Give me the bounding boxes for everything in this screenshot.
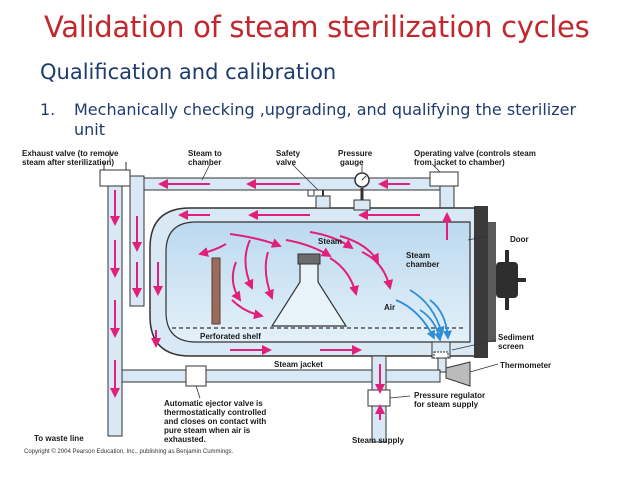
label-ejector-1: Automatic ejector valve is xyxy=(164,399,263,408)
bullet-number: 1. xyxy=(40,100,56,119)
label-ejector-3: and closes on contact with xyxy=(164,417,266,426)
label-steam-chamber-1: Steam xyxy=(406,251,430,260)
tray-rack xyxy=(211,257,221,325)
label-thermometer: Thermometer xyxy=(500,361,551,370)
label-steam-to-chamber-2: chamber xyxy=(188,158,221,167)
leader-lines xyxy=(109,150,499,399)
label-ejector-5: exhausted. xyxy=(164,435,206,444)
label-waste-line: To waste line xyxy=(34,434,84,443)
label-safety-valve-1: Safety xyxy=(276,149,301,158)
label-door: Door xyxy=(510,235,529,244)
bullet-item: 1. Mechanically checking ,upgrading, and… xyxy=(40,100,600,140)
door xyxy=(474,206,526,358)
label-steam-chamber-2: chamber xyxy=(406,260,439,269)
label-exhaust-valve-2: steam after sterilization) xyxy=(22,158,114,167)
safety-valve xyxy=(307,189,331,209)
label-air: Air xyxy=(384,303,395,312)
bottom-drain-pipe xyxy=(121,365,441,387)
label-ejector-4: pure steam when air is xyxy=(164,426,251,435)
erlenmeyer-flask xyxy=(270,253,348,327)
label-ejector-2: thermostatically controlled xyxy=(164,408,266,417)
label-exhaust-valve-1: Exhaust valve (to remove xyxy=(22,149,119,158)
slide-title: Validation of steam sterilization cycles xyxy=(44,10,590,44)
label-pressure-regulator-1: Pressure regulator xyxy=(414,391,485,400)
pressure-gauge xyxy=(353,172,371,211)
label-steam-jacket: Steam jacket xyxy=(274,360,323,369)
label-pressure-gauge-1: Pressure xyxy=(338,149,373,158)
thermometer xyxy=(437,357,471,387)
label-pressure-regulator-2: for steam supply xyxy=(414,400,479,409)
exhaust-pipe xyxy=(99,162,145,437)
label-steam: Steam xyxy=(318,237,342,246)
label-safety-valve-2: valve xyxy=(276,158,297,167)
sediment-screen xyxy=(431,341,451,359)
steam-flow-arrows xyxy=(110,179,452,420)
steam-supply-pipe xyxy=(367,355,391,443)
air-flow-arrows xyxy=(395,289,452,342)
label-perforated-shelf: Perforated shelf xyxy=(200,332,261,341)
bullet-text: Mechanically checking ,upgrading, and qu… xyxy=(74,100,577,139)
copyright-text: Copyright © 2004 Pearson Education, Inc.… xyxy=(24,448,234,455)
slide-subtitle: Qualification and calibration xyxy=(40,60,337,84)
label-sediment-screen-1: Sediment xyxy=(498,333,534,342)
label-operating-valve-1: Operating valve (controls steam xyxy=(414,149,536,158)
label-pressure-gauge-2: gauge xyxy=(340,158,364,167)
label-operating-valve-2: from jacket to chamber) xyxy=(414,158,505,167)
label-steam-to-chamber-1: Steam to xyxy=(188,149,222,158)
label-sediment-screen-2: screen xyxy=(498,342,524,351)
label-steam-supply: Steam supply xyxy=(352,436,405,445)
